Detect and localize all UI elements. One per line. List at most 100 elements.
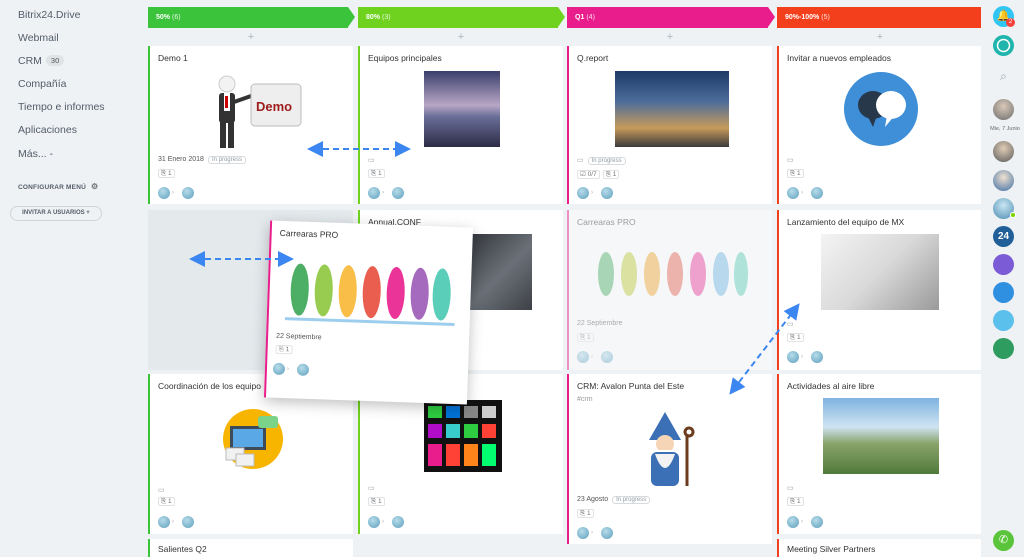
messenger-icon[interactable]	[993, 338, 1014, 359]
nav-aplicaciones[interactable]: Aplicaciones	[18, 124, 77, 136]
add-card-80-plus-icon[interactable]: +	[457, 31, 465, 43]
avatar[interactable]	[993, 198, 1014, 219]
gear-icon: ⚙	[91, 182, 99, 191]
dragging-card-carreras-pro[interactable]: Carrearas PRO 22 Septiembre ⎘ 1 ›	[263, 220, 474, 405]
avatar[interactable]	[158, 516, 170, 528]
card-q-report[interactable]: Q.report ▭In progress ☑ 0/7⎘ 1 ›	[567, 46, 772, 204]
calendar-icon: ▭	[787, 485, 794, 492]
avatar[interactable]	[577, 527, 589, 539]
card-lanzamiento-mx[interactable]: Lanzamiento del equipo de MX ▭ ⎘ 1 ›	[777, 210, 981, 370]
card-invitar-empleados[interactable]: Invitar a nuevos empleados ▭ ⎘ 1 ›	[777, 46, 981, 204]
nav-crm-label: CRM	[18, 55, 42, 67]
card-counters: ⎘ 1	[158, 169, 178, 178]
chevron-right-icon: ›	[172, 519, 174, 525]
chat-icon[interactable]	[993, 35, 1014, 56]
card-counters: ⎘ 1	[368, 169, 388, 178]
avatar[interactable]	[182, 516, 194, 528]
right-panel: 🔔 2 ⌕ Mie, 7 Junio 24 ✆	[986, 0, 1024, 557]
card-title: Equipos principales	[368, 53, 442, 63]
phone-icon[interactable]: ✆	[993, 530, 1014, 551]
add-card-q1-plus-icon[interactable]: +	[666, 31, 674, 43]
configure-menu-button[interactable]: CONFIGURAR MENÚ⚙	[18, 182, 98, 191]
avatar[interactable]	[182, 187, 194, 199]
avatar[interactable]	[368, 516, 380, 528]
stage-header-q1[interactable]: Q1(4)	[567, 7, 775, 28]
paperclip-icon: ⎘ 1	[787, 169, 804, 178]
paperclip-icon: ⎘ 1	[577, 333, 594, 342]
demo-presenter-image: Demo	[205, 74, 305, 152]
avatar[interactable]	[993, 99, 1014, 120]
avatar[interactable]	[577, 187, 589, 199]
card-salientes[interactable]: Salientes Q2	[148, 539, 353, 557]
avatar[interactable]	[811, 351, 823, 363]
avatar[interactable]	[811, 516, 823, 528]
card-counters: ⎘ 1	[787, 169, 807, 178]
nav-compania[interactable]: Compañía	[18, 78, 67, 90]
outdoor-building-photo	[823, 398, 939, 474]
avatar[interactable]	[993, 141, 1014, 162]
avatar[interactable]	[993, 170, 1014, 191]
card-counters: ⎘ 1	[577, 333, 597, 342]
chevron-right-icon: ›	[382, 519, 384, 525]
card-crm-avalon[interactable]: CRM: Avalon Punta del Este #crm 23 Agost…	[567, 374, 772, 544]
stage-label: Q1	[575, 14, 585, 21]
avatar[interactable]	[392, 187, 404, 199]
stage-arrow-tip	[558, 7, 565, 27]
avatar[interactable]	[787, 187, 799, 199]
chevron-right-icon: ›	[801, 190, 803, 196]
notification-badge: 2	[1006, 18, 1015, 27]
chevron-right-icon: ›	[801, 354, 803, 360]
nav-bitrix-drive[interactable]: Bitrix24.Drive	[18, 9, 81, 21]
avatar[interactable]	[811, 187, 823, 199]
card-meeting-silver[interactable]: Meeting Silver Partners	[777, 539, 981, 557]
nav-mas[interactable]: Más... -	[18, 148, 54, 160]
card-counters: ⎘ 1	[787, 497, 807, 506]
chevron-right-icon: ›	[801, 519, 803, 525]
add-card-50-plus-icon[interactable]: +	[247, 31, 255, 43]
avatar[interactable]	[601, 527, 613, 539]
invite-users-button[interactable]: INVITAR A USUARIOS +	[10, 206, 102, 221]
avatar[interactable]	[601, 187, 613, 199]
video-icon[interactable]	[993, 254, 1014, 275]
infographic-image	[424, 400, 502, 472]
card-coordinacion[interactable]: Coordinación de los equipo ▭ ⎘ 1 ›	[148, 374, 353, 534]
calendar-icon: ▭	[368, 157, 375, 164]
paperclip-icon: ⎘ 1	[158, 497, 175, 506]
chevron-right-icon: ›	[591, 530, 593, 536]
stage-header-50[interactable]: 50%(6)	[148, 7, 355, 28]
attachment-count: 1	[587, 510, 591, 517]
card-title: Coordinación de los equipo	[158, 381, 262, 391]
chevron-right-icon: ›	[172, 190, 174, 196]
avatar[interactable]	[368, 187, 380, 199]
card-equipos-principales[interactable]: Equipos principales ▭ ⎘ 1 ›	[358, 46, 563, 204]
avatar[interactable]	[392, 516, 404, 528]
attachment-count: 1	[168, 170, 172, 177]
chevron-right-icon: ›	[591, 190, 593, 196]
stage-header-90-100[interactable]: 90%-100%(5)	[777, 7, 981, 28]
attachment-count: 1	[168, 498, 172, 505]
bitrix24-icon[interactable]: 24	[993, 226, 1014, 247]
runners-illustration	[284, 249, 457, 335]
card-actividades-aire-libre[interactable]: Actividades al aire libre ▭ ⎘ 1 ›	[777, 374, 981, 534]
telegram-icon[interactable]	[993, 310, 1014, 331]
calculator-writing-photo	[821, 234, 939, 310]
card-hashtag: #crm	[577, 396, 593, 403]
paperclip-icon: ⎘ 1	[787, 497, 804, 506]
search-icon[interactable]: ⌕	[1000, 69, 1007, 83]
stage-header-80[interactable]: 80%(3)	[358, 7, 565, 28]
card-counters: ☑ 0/7⎘ 1	[577, 170, 622, 179]
nav-webmail[interactable]: Webmail	[18, 32, 59, 44]
stage-label: 90%-100%	[785, 14, 820, 21]
add-card-90-plus-icon[interactable]: +	[876, 31, 884, 43]
invite-users-label: INVITAR A USUARIOS	[22, 210, 85, 216]
card-date: 23 Agosto	[577, 496, 609, 503]
avatar[interactable]	[787, 516, 799, 528]
nav-tiempo-informes[interactable]: Tiempo e informes	[18, 101, 105, 113]
avatar[interactable]	[158, 187, 170, 199]
card-title: Demo 1	[158, 53, 188, 63]
plus-icon: +	[86, 210, 90, 216]
open-channel-icon[interactable]	[993, 282, 1014, 303]
